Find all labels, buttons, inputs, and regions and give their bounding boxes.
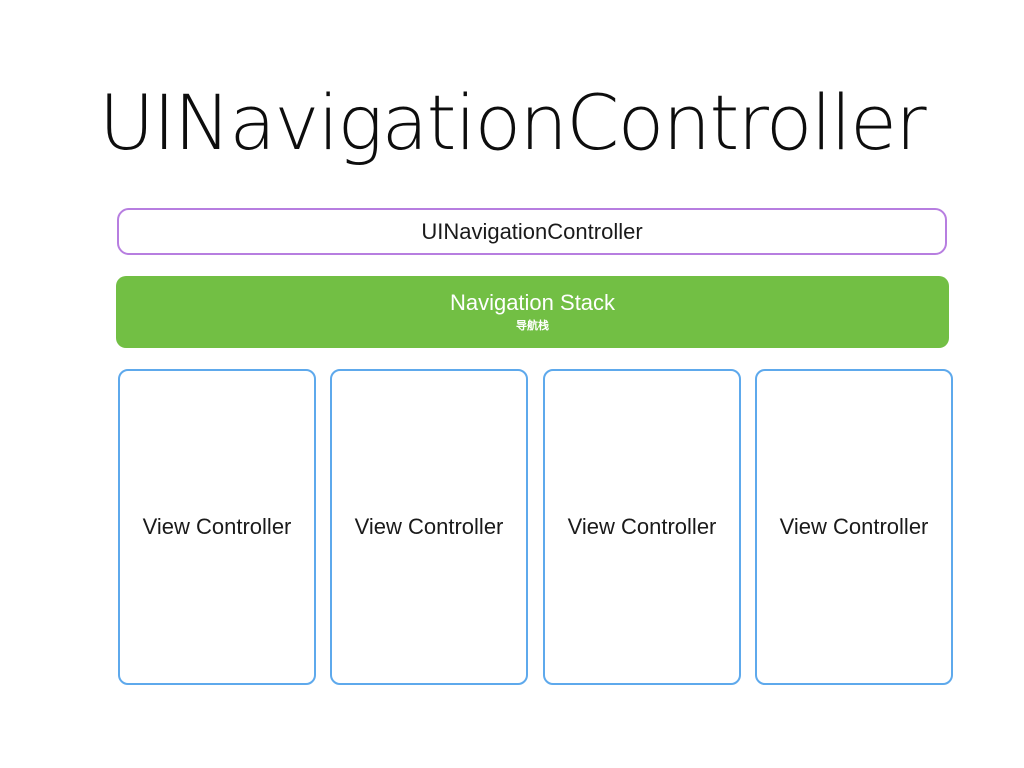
view-controller-label: View Controller [354, 514, 504, 539]
navigation-controller-box: UINavigationController [117, 208, 947, 255]
slide-title: UINavigationController [98, 78, 927, 167]
navigation-stack-label: Navigation Stack [449, 290, 616, 315]
navigation-stack-box: Navigation Stack 导航栈 [116, 276, 949, 348]
view-controller-card: View Controller [755, 369, 953, 685]
view-controller-label: View Controller [567, 514, 717, 539]
view-controller-card: View Controller [543, 369, 741, 685]
view-controller-label: View Controller [142, 514, 292, 539]
view-controller-card: View Controller [118, 369, 316, 685]
view-controller-row: View Controller View Controller View Con… [118, 369, 954, 685]
view-controller-label: View Controller [779, 514, 929, 539]
view-controller-card: View Controller [330, 369, 528, 685]
navigation-controller-label: UINavigationController [421, 218, 643, 244]
navigation-stack-sublabel: 导航栈 [516, 319, 549, 332]
